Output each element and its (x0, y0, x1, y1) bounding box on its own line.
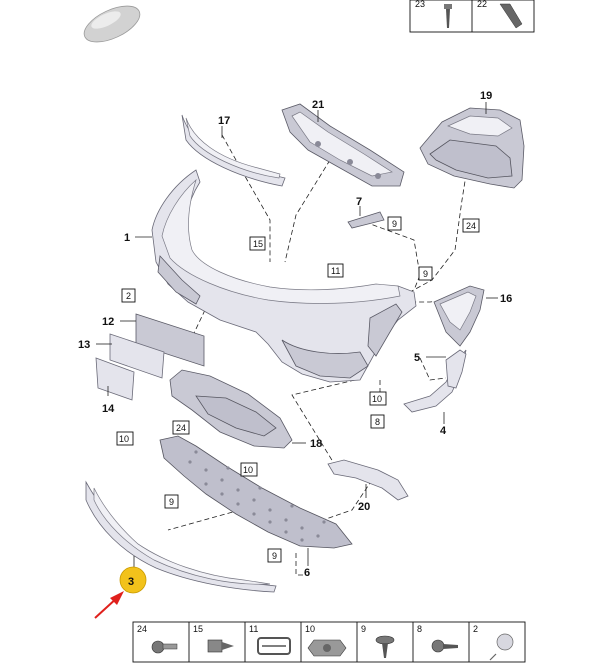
svg-text:15: 15 (253, 239, 263, 249)
boxed-callout-10: 10 (369, 391, 387, 406)
boxed-callout-9: 9 (387, 216, 402, 231)
fastener-label-8: 8 (417, 624, 422, 634)
part-13-plate-bracket (109, 333, 165, 379)
callout-16: 16 (500, 293, 512, 305)
boxed-callout-9: 9 (267, 548, 282, 563)
screw-icon (431, 639, 458, 653)
paint-pen-icon (83, 5, 141, 43)
svg-text:10: 10 (119, 434, 129, 444)
fastener-strip: 24 15 11 10 9 8 2 (132, 621, 526, 663)
svg-text:8: 8 (375, 417, 380, 427)
part-12-plate-holder (135, 313, 205, 367)
part-1-bumper-cover (151, 169, 417, 383)
callout-18: 18 (310, 438, 322, 450)
callout-7: 7 (356, 196, 362, 208)
part-7-clip (347, 211, 385, 229)
callout-22: 22 (477, 0, 487, 9)
callout-23: 23 (415, 0, 425, 9)
boxed-callout-9: 9 (164, 494, 179, 509)
callout-5: 5 (414, 352, 420, 364)
callout-12: 12 (102, 316, 114, 328)
svg-text:24: 24 (176, 423, 186, 433)
part-5-trim-piece (445, 349, 467, 389)
part-16-side-bracket (433, 285, 485, 347)
fastener-label-11: 11 (249, 624, 258, 634)
boxed-callout-2: 2 (121, 288, 136, 303)
svg-text:9: 9 (272, 551, 277, 561)
fastener-label-15: 15 (193, 624, 203, 634)
part-21-support-bracket (281, 103, 405, 187)
svg-text:9: 9 (423, 269, 428, 279)
fastener-label-24: 24 (137, 624, 147, 634)
callout-20: 20 (358, 501, 370, 513)
part-17-trim-strip (181, 114, 286, 187)
highlight-marker-3: 3 (119, 566, 147, 594)
part-18-air-guide (169, 369, 293, 449)
part-6-lower-grille (159, 435, 353, 549)
boxed-callout-8: 8 (370, 414, 385, 429)
boxed-callout-10: 10 (116, 431, 134, 446)
nut-icon (307, 639, 347, 657)
svg-text:9: 9 (169, 497, 174, 507)
fastener-label-2: 2 (473, 624, 478, 634)
part-20-side-duct (327, 459, 409, 501)
svg-text:2: 2 (126, 291, 131, 301)
cap-icon (489, 633, 514, 661)
callout-13: 13 (78, 339, 90, 351)
callout-4: 4 (440, 425, 447, 437)
bolt-icon (151, 640, 178, 654)
fastener-label-9: 9 (361, 624, 366, 634)
callout-3: 3 (128, 576, 134, 588)
svg-text:24: 24 (466, 221, 476, 231)
red-arrow-icon (94, 591, 124, 619)
svg-text:11: 11 (331, 266, 340, 276)
sealant-tube-icon (499, 3, 523, 29)
svg-text:10: 10 (243, 465, 253, 475)
boxed-callout-24: 24 (172, 420, 190, 435)
callout-6: 6 (304, 567, 310, 579)
boxed-callout-11: 11 (327, 263, 344, 278)
callout-21: 21 (312, 99, 324, 111)
boxed-callout-24: 24 (462, 218, 480, 233)
accessory-box: 23 22 (409, 0, 535, 33)
callout-17: 17 (218, 115, 230, 127)
svg-text:9: 9 (392, 219, 397, 229)
callout-1: 1 (124, 232, 130, 244)
boxed-callout-15: 15 (249, 236, 266, 251)
callout-14: 14 (102, 403, 115, 415)
screw-icon (444, 4, 452, 28)
leader-lines (96, 102, 498, 568)
screw-icon (375, 635, 395, 658)
spring-clip-icon (257, 637, 291, 655)
part-19-lamp-module (419, 107, 525, 189)
part-3-spoiler-lip (85, 480, 277, 593)
boxed-callout-10: 10 (240, 462, 258, 477)
fastener-label-10: 10 (305, 624, 315, 634)
boxed-callout-9: 9 (418, 266, 433, 281)
svg-text:10: 10 (372, 394, 382, 404)
callout-19: 19 (480, 90, 492, 102)
part-14-plate (95, 357, 135, 401)
clip-icon (207, 639, 234, 653)
